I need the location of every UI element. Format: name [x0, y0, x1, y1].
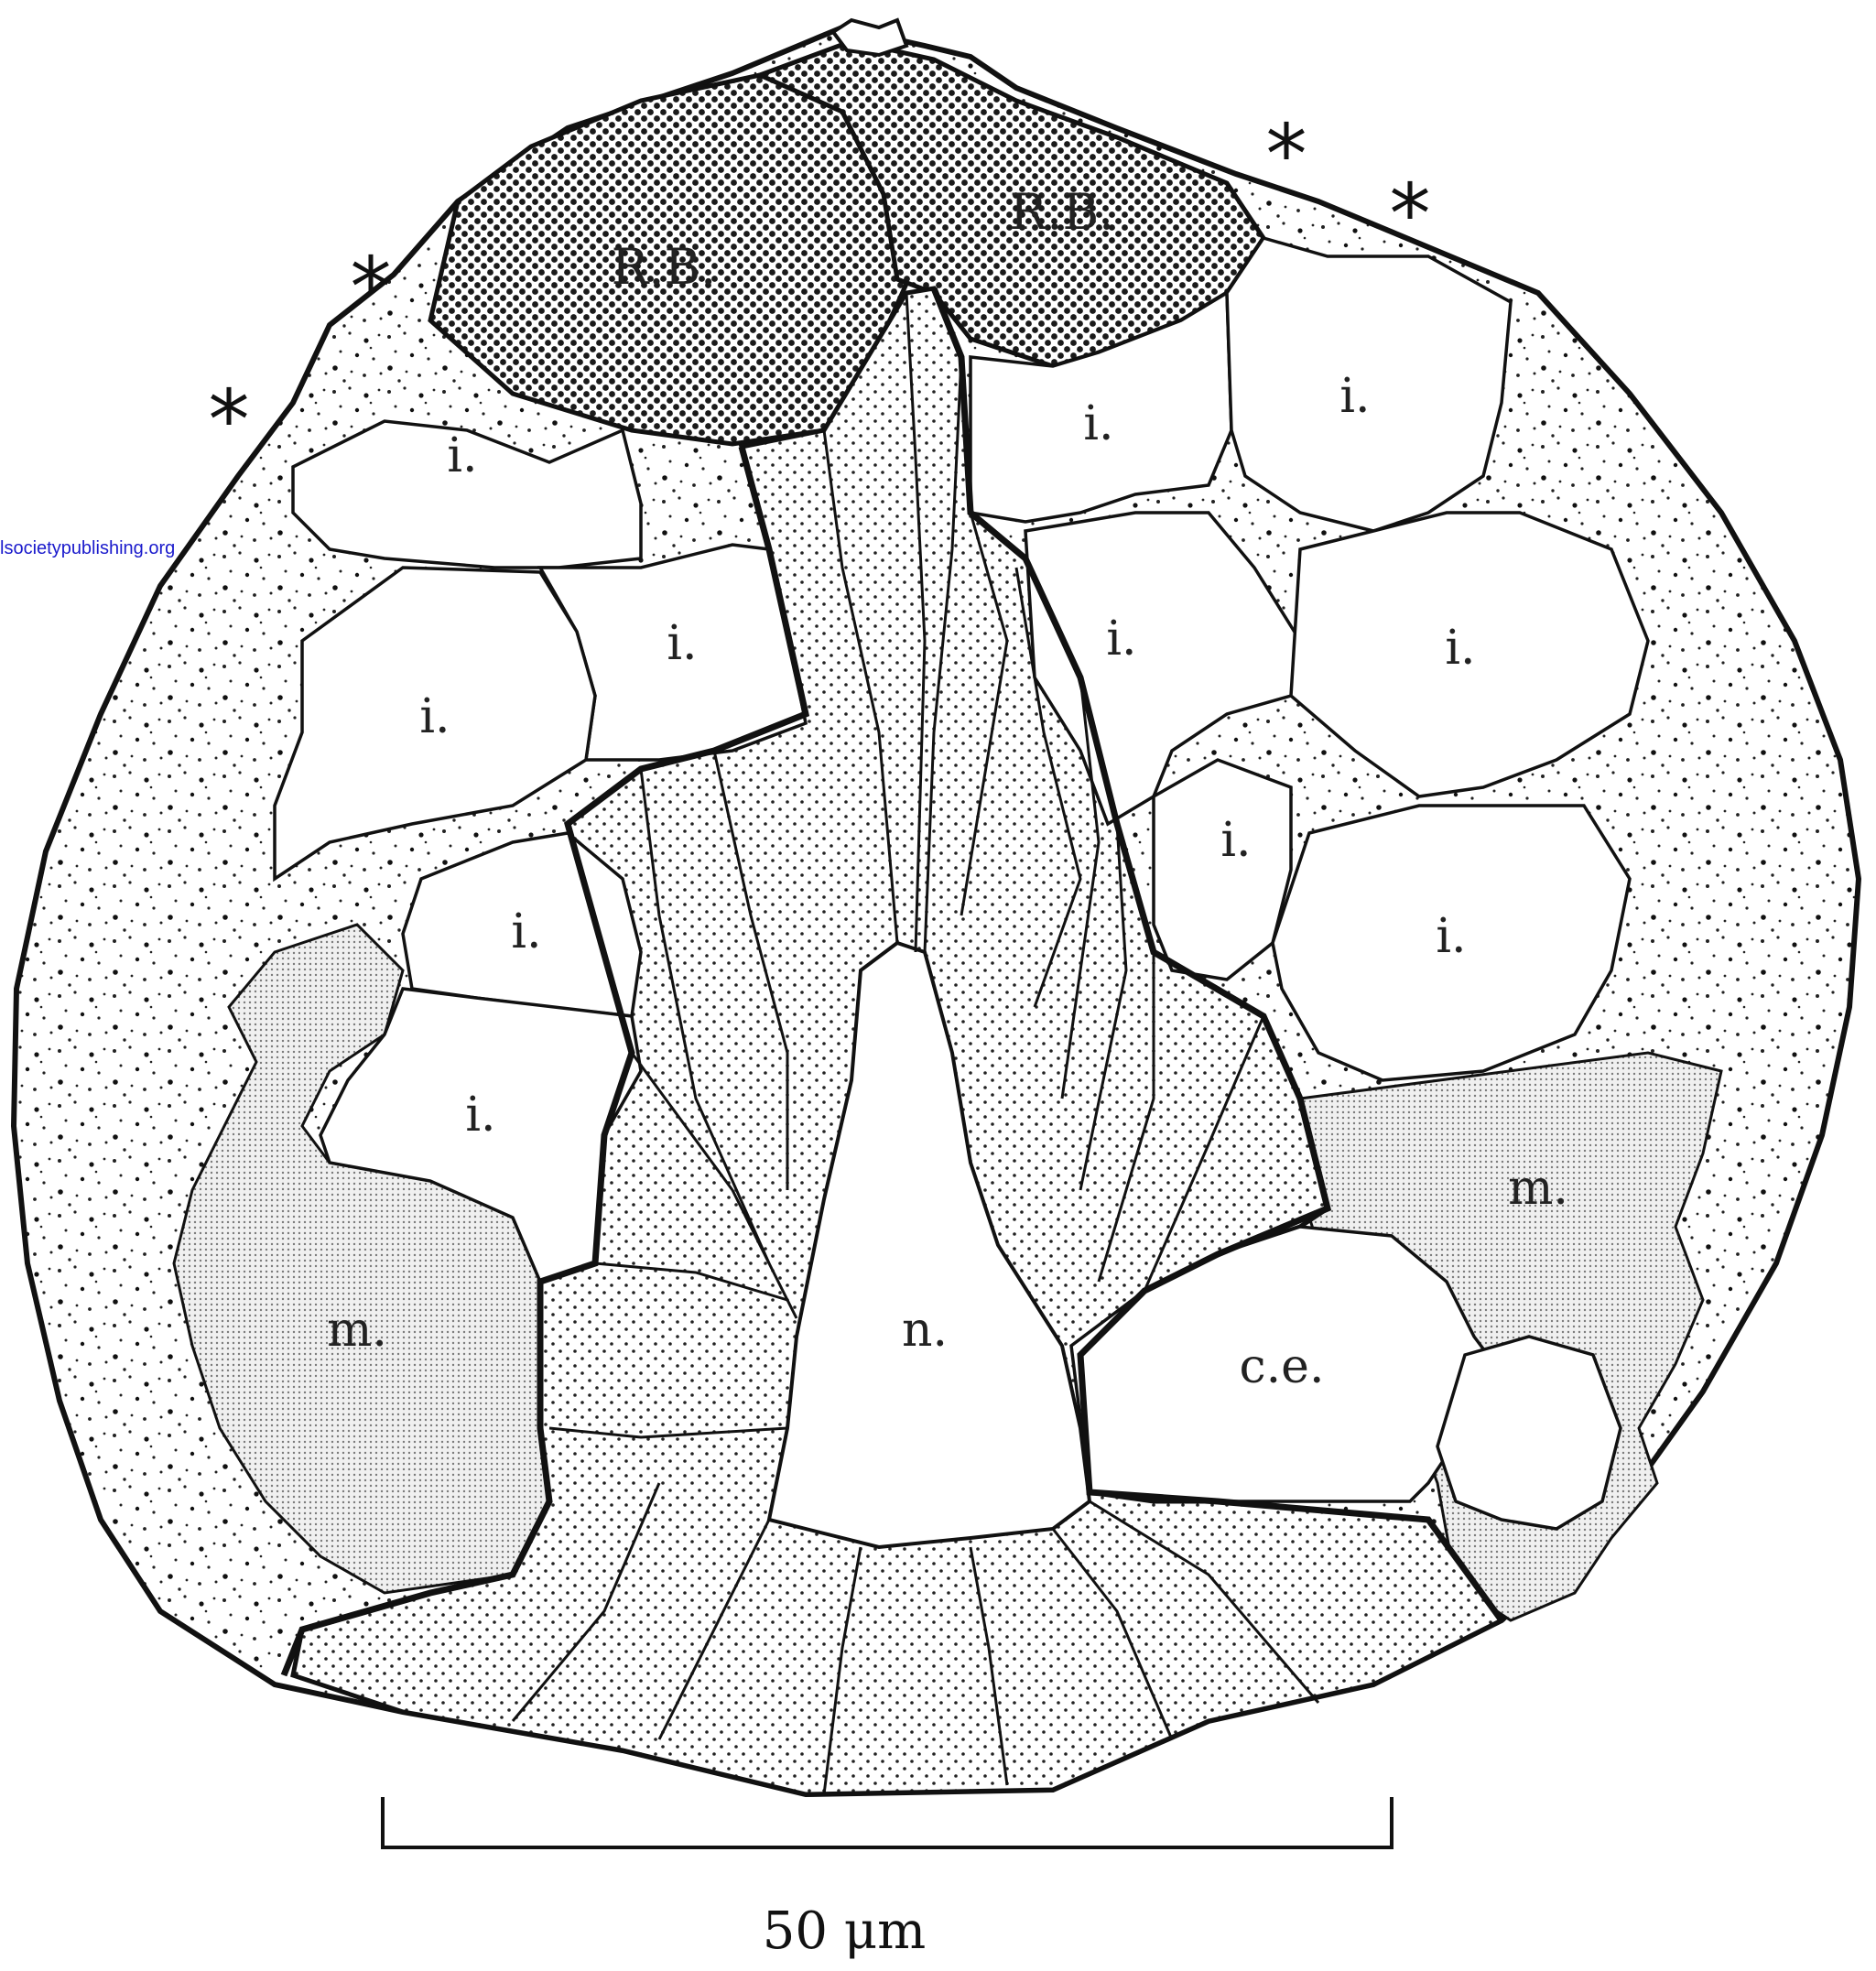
label-i-1: i. [447, 428, 477, 483]
label-i-9: i. [1445, 621, 1475, 676]
asterisk-3: * [1266, 107, 1307, 203]
label-i-8: i. [1106, 612, 1136, 666]
label-residual-body-left: R.B. [612, 238, 717, 296]
asterisk-2: * [209, 373, 250, 469]
label-nucleus: n. [902, 1303, 948, 1358]
asterisk-1: * [351, 240, 392, 336]
label-i-5: i. [465, 1088, 495, 1143]
residual-body-cap [833, 20, 906, 55]
label-i-4: i. [511, 904, 541, 959]
cell-i-10 [1154, 760, 1291, 980]
label-i-2: i. [667, 616, 697, 671]
label-mitochondria-left: m. [327, 1303, 387, 1358]
label-mitochondria-right: m. [1508, 1161, 1568, 1216]
label-i-6: i. [1083, 396, 1113, 451]
label-residual-body-right: R.B. [1010, 183, 1115, 241]
label-i-3: i. [419, 689, 450, 744]
scale-bar: 50 μm [383, 1797, 1392, 1961]
asterisk-4: * [1390, 167, 1431, 263]
cell-small-right [1437, 1337, 1621, 1529]
label-i-10: i. [1220, 813, 1251, 868]
label-ce: c.e. [1240, 1339, 1325, 1394]
scale-bar-label: 50 μm [763, 1901, 927, 1961]
label-i-7: i. [1339, 369, 1370, 424]
label-i-11: i. [1436, 909, 1466, 964]
